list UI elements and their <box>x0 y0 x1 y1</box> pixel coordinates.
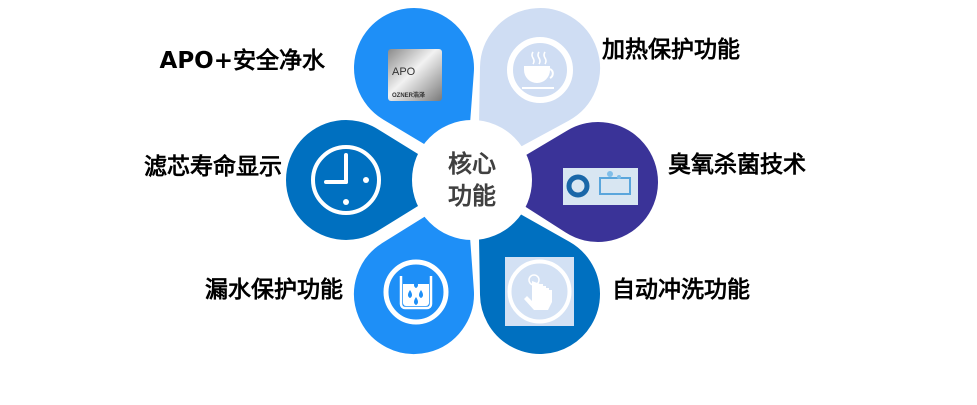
hot-cup-icon <box>507 37 573 103</box>
center-title-line2: 功能 <box>448 182 496 210</box>
petal-heating <box>474 4 604 177</box>
apo-badge-icon: APO OZNER浩泽 <box>388 49 442 101</box>
water-drop-cup-icon <box>383 259 449 325</box>
clock-icon <box>311 145 381 215</box>
ozone-icon <box>563 168 638 205</box>
label-heating-protection: 加热保护功能 <box>602 37 740 63</box>
svg-text:APO: APO <box>392 66 416 78</box>
label-apo-safe-water: APO+安全净水 <box>159 48 325 74</box>
center-title: 核心 功能 <box>422 148 522 212</box>
svg-text:OZNER浩泽: OZNER浩泽 <box>392 91 425 99</box>
label-filter-life-display: 滤芯寿命显示 <box>144 154 282 180</box>
center-title-line1: 核心 <box>448 150 496 178</box>
label-auto-flush: 自动冲洗功能 <box>612 277 750 303</box>
label-ozone-sterilization: 臭氧杀菌技术 <box>668 152 806 178</box>
center-circle <box>412 120 532 240</box>
petal-filter-life <box>282 116 468 244</box>
label-leak-protection: 漏水保护功能 <box>205 277 343 303</box>
touch-hand-icon <box>505 257 574 326</box>
